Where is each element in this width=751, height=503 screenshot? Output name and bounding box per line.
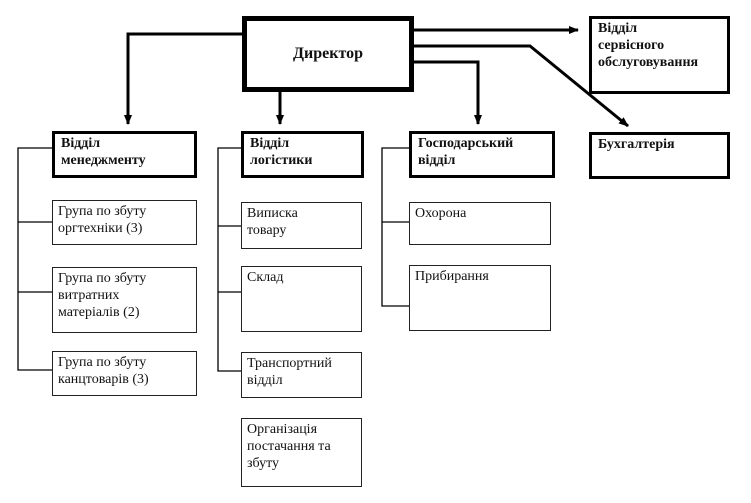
management-unit-label: Група по збуту витратних матеріалів (2) <box>58 271 147 320</box>
service-department-box: Відділ сервісного обслуговування <box>589 16 730 94</box>
logistics-unit-label: Склад <box>247 270 284 285</box>
management-unit-label: Група по збуту оргтехніки (3) <box>58 204 147 236</box>
household-unit-box: Прибирання <box>409 265 551 331</box>
arrow-to-accounting <box>412 44 629 128</box>
management-department-box: Відділ менеджменту <box>52 131 197 178</box>
household-unit-box: Охорона <box>409 202 551 245</box>
household-department-label: Господарський відділ <box>418 136 514 168</box>
management-unit-box: Група по збуту оргтехніки (3) <box>52 200 197 245</box>
logistics-bracket <box>217 147 241 372</box>
accounting-box: Бухгалтерія <box>589 132 730 179</box>
logistics-unit-label: Виписка товару <box>247 206 298 238</box>
accounting-label: Бухгалтерія <box>598 137 675 152</box>
management-unit-box: Група по збуту витратних матеріалів (2) <box>52 267 197 333</box>
household-unit-label: Прибирання <box>415 269 489 284</box>
logistics-unit-box: Склад <box>241 266 362 332</box>
household-bracket <box>381 147 409 307</box>
logistics-unit-box: Виписка товару <box>241 202 362 249</box>
management-department-label: Відділ менеджменту <box>61 136 146 168</box>
household-department-box: Господарський відділ <box>409 131 555 178</box>
management-unit-box: Група по збуту канцтоварів (3) <box>52 351 197 396</box>
management-unit-label: Група по збуту канцтоварів (3) <box>58 355 149 387</box>
service-department-label: Відділ сервісного обслуговування <box>598 21 699 70</box>
logistics-unit-label: Організація постачання та збуту <box>247 422 331 471</box>
director-box: Директор <box>242 16 414 92</box>
logistics-department-label: Відділ логістики <box>250 136 313 168</box>
logistics-department-box: Відділ логістики <box>241 131 364 178</box>
logistics-unit-box: Транспортний відділ <box>241 352 362 398</box>
director-label: Директор <box>293 45 363 63</box>
logistics-unit-label: Транспортний відділ <box>247 356 332 388</box>
arrow-to-management <box>124 32 242 125</box>
household-unit-label: Охорона <box>415 206 467 221</box>
arrow-to-household <box>412 60 482 125</box>
logistics-unit-box: Організація постачання та збуту <box>241 418 362 487</box>
management-bracket <box>17 147 52 371</box>
